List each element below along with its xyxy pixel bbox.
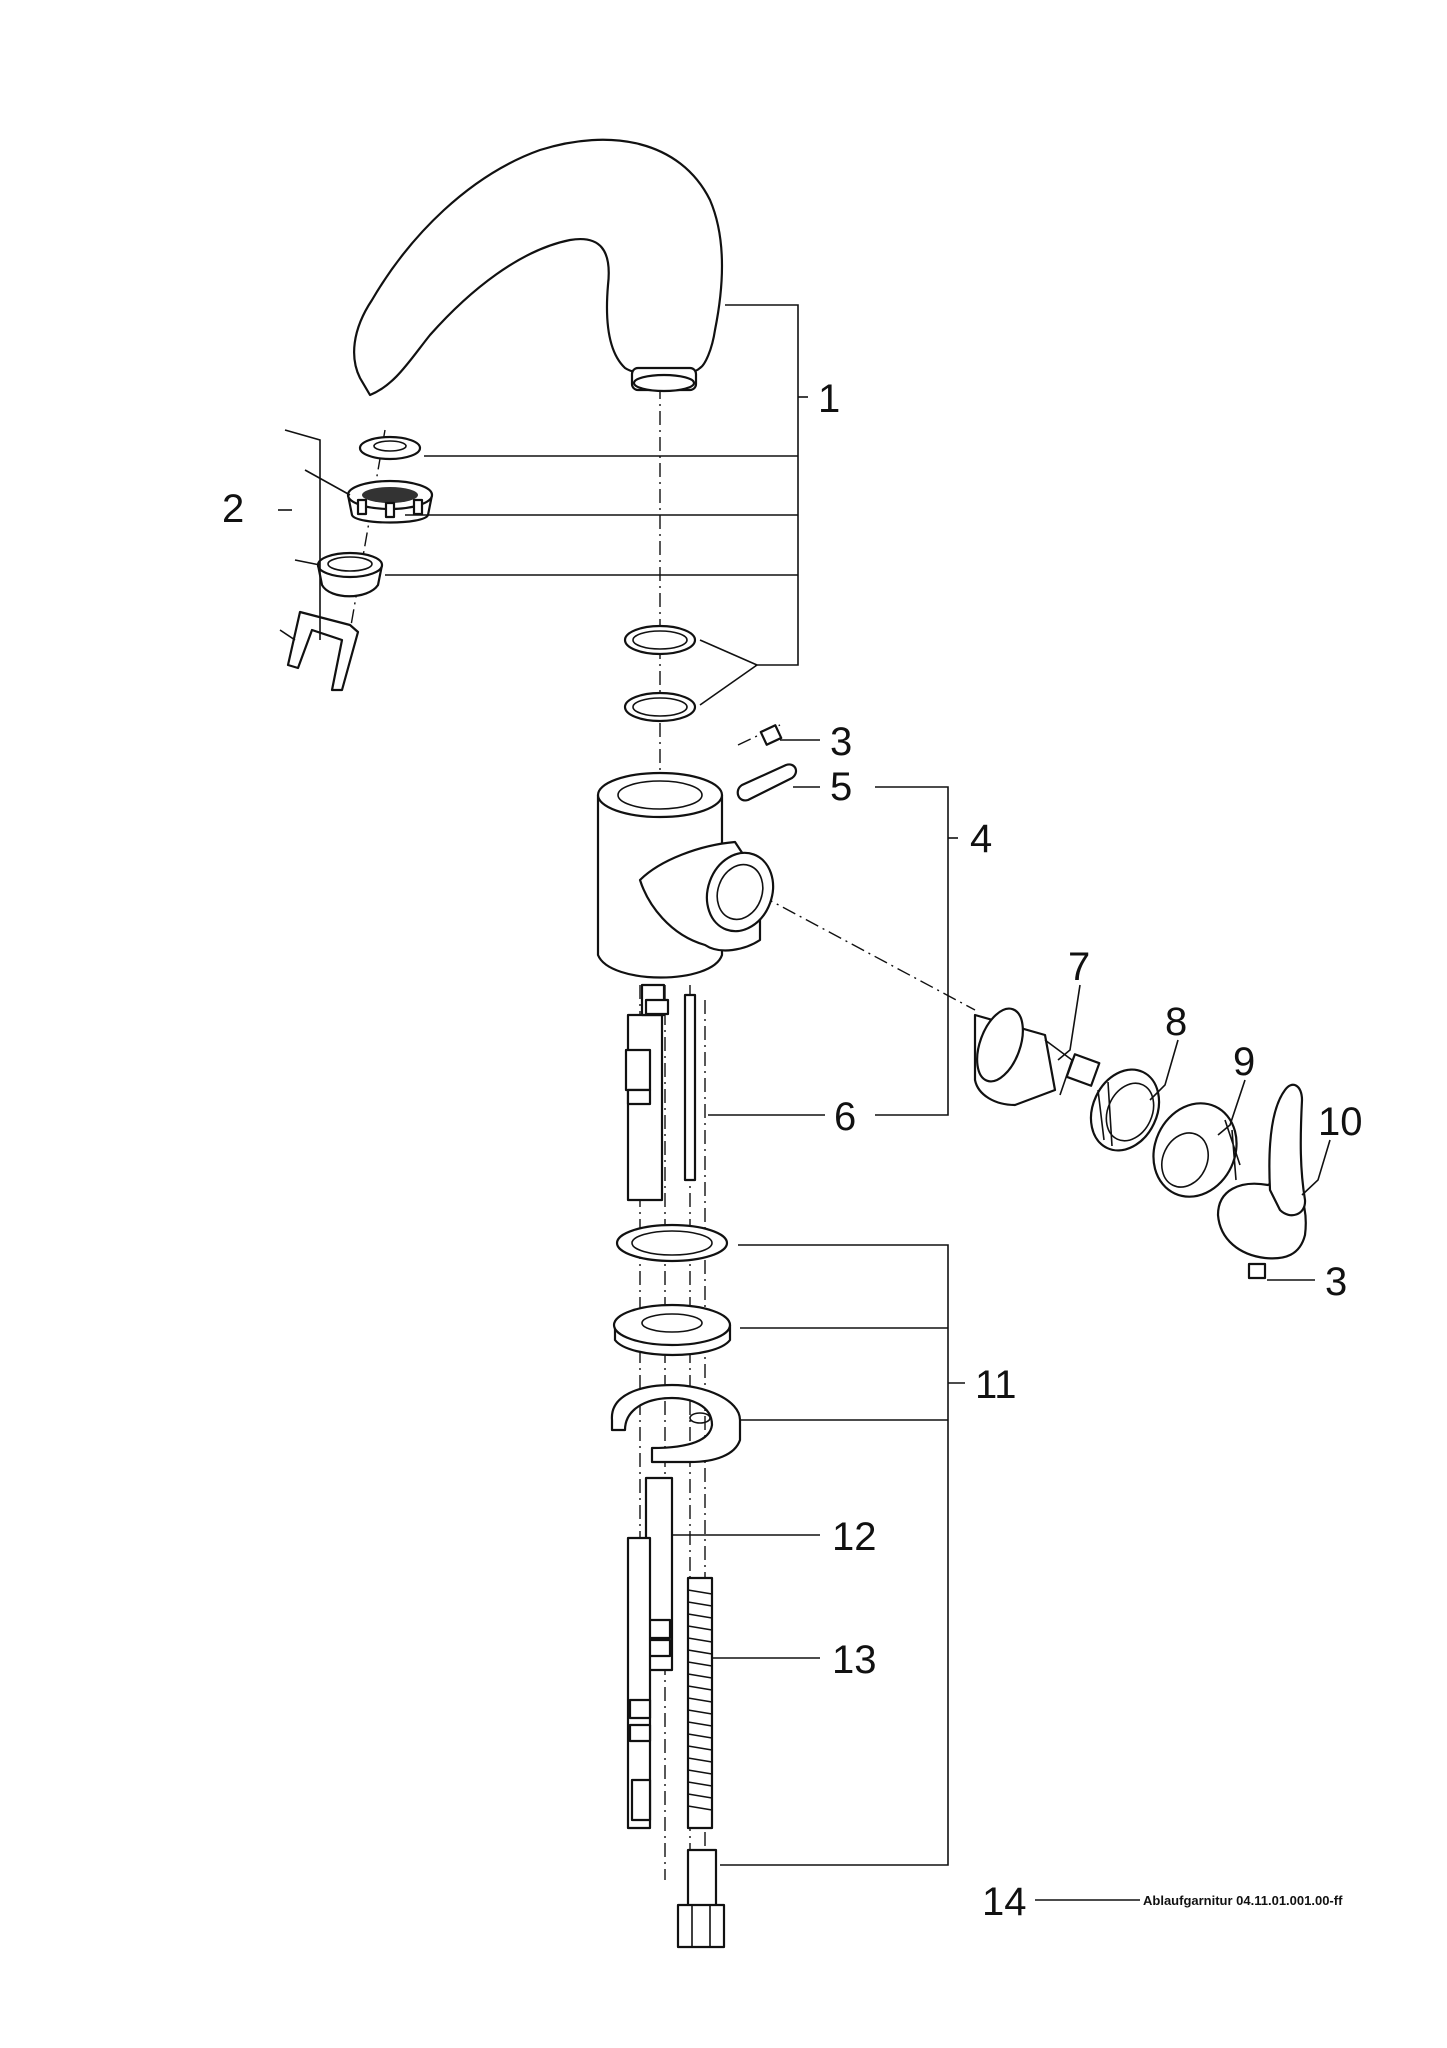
callout-10: 10: [1318, 1100, 1363, 1144]
lever-handle: [1216, 1083, 1307, 1260]
horseshoe-washer: [610, 1383, 742, 1464]
supply-hoses: [624, 983, 697, 1202]
callout-12: 12: [832, 1515, 877, 1559]
cover-cap: [1152, 1102, 1241, 1198]
callout-8: 8: [1165, 1000, 1187, 1044]
aerator-insert: [346, 479, 434, 524]
aerator-key: [286, 610, 360, 692]
spout: [353, 138, 724, 397]
callout-6: 6: [834, 1095, 856, 1139]
pin: [736, 763, 798, 802]
callout-1: 1: [818, 377, 840, 421]
callout-5: 5: [830, 765, 852, 809]
seal-ring-upper: [615, 1223, 729, 1263]
cartridge: [973, 1007, 1101, 1107]
callout-13: 13: [832, 1638, 877, 1682]
mounting-nut: [676, 1848, 726, 1949]
grub-screw-bottom: [1247, 1262, 1267, 1280]
callout-4: 4: [970, 817, 992, 861]
cartridge-nut: [1089, 1068, 1161, 1152]
hose-lower: [626, 1476, 674, 1830]
aerator-seal-ring: [358, 435, 422, 461]
leader-lines: [278, 304, 1331, 1901]
mixer-body: [596, 771, 775, 979]
callout-9: 9: [1233, 1040, 1255, 1084]
callout-7: 7: [1068, 945, 1090, 989]
o-rings-spout: [623, 624, 697, 723]
callout-14: 14: [982, 1880, 1027, 1924]
callout-3-grub-screw-bottom: 3: [1325, 1260, 1347, 1304]
grub-screw-top: [759, 724, 783, 746]
washer-plate: [612, 1303, 732, 1357]
callout-labels: 1 2 3 3 3 4 5 6 7 8 9 10 11 12 13 14 Abl…: [222, 377, 1363, 1924]
threaded-rod: [686, 1576, 714, 1830]
footer-note: Ablaufgarnitur 04.11.01.001.00-ff: [1143, 1893, 1343, 1908]
aerator-housing: [316, 551, 384, 598]
callout-2: 2: [222, 487, 244, 531]
callout-3-grub-screw-top: 3: [830, 720, 852, 764]
callout-11: 11: [975, 1363, 1017, 1407]
